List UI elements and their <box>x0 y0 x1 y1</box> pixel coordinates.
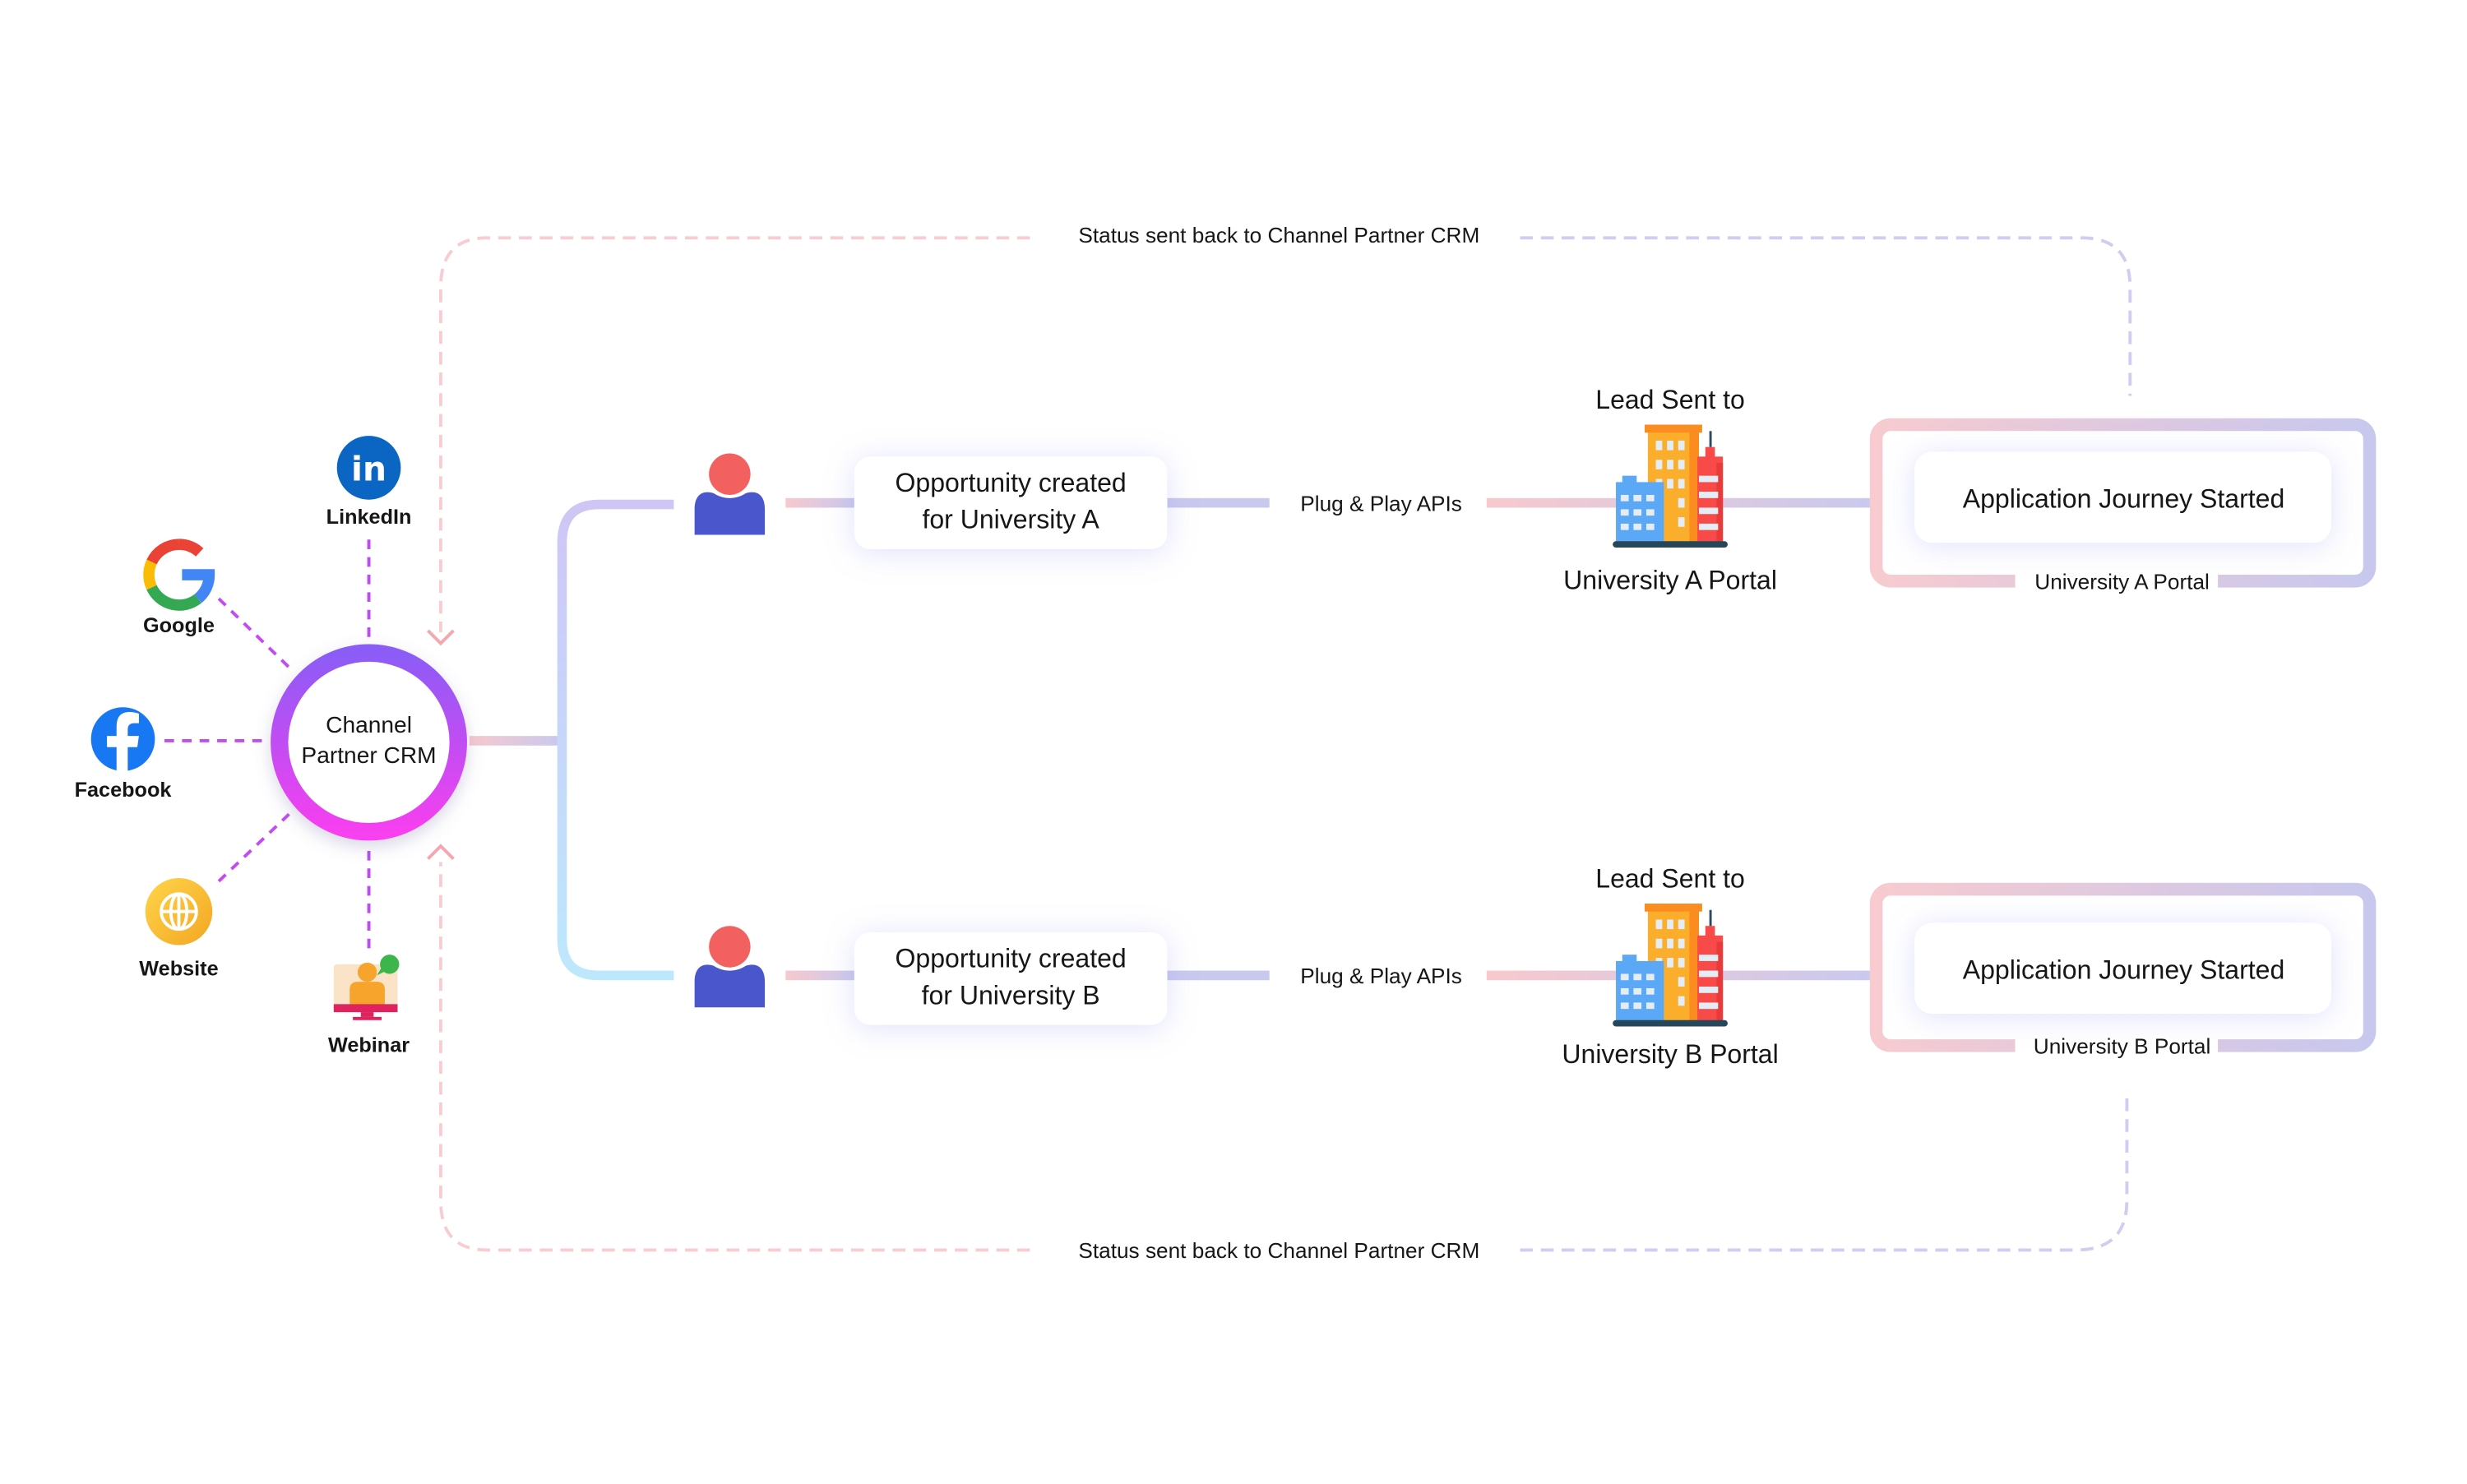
opportunity-card[interactable]: Opportunity created for University A <box>854 456 1168 549</box>
branch-connector <box>557 499 674 981</box>
portal-frame[interactable]: Application Journey Started University A… <box>1869 418 2377 594</box>
crm-connector <box>469 736 562 746</box>
frame-caption: University B Portal <box>2034 1034 2211 1059</box>
opportunity-line2: for University B <box>922 980 1100 1010</box>
source-label: Facebook <box>75 779 173 802</box>
opportunity-line1: Opportunity created <box>896 944 1127 973</box>
crm-ring <box>271 644 467 841</box>
connector <box>1167 970 1270 981</box>
branch-university-a: Opportunity created for University A Plu… <box>694 385 2377 595</box>
person-icon <box>694 453 766 535</box>
building-icon <box>1613 904 1728 1027</box>
journey-card[interactable] <box>1914 922 2331 1015</box>
source-website[interactable]: Website <box>139 877 219 980</box>
journey-card[interactable] <box>1914 451 2331 543</box>
journey-label: Application Journey Started <box>1963 955 2285 984</box>
source-webinar[interactable]: Webinar <box>328 955 410 1057</box>
connector <box>785 970 858 981</box>
webinar-icon <box>333 955 400 1020</box>
api-label: Plug & Play APIs <box>1300 491 1462 515</box>
lead-sent-label: Lead Sent to <box>1595 864 1745 894</box>
building-icon <box>1613 424 1728 548</box>
source-label: Google <box>143 614 215 637</box>
connector <box>1167 497 1270 508</box>
portal-label: University A Portal <box>1563 566 1777 595</box>
arrow-up-icon <box>427 844 455 861</box>
status-loop-top: Status sent back to Channel Partner CRM <box>427 223 2132 646</box>
source-label: LinkedIn <box>326 506 412 529</box>
crm-label-line2: Partner CRM <box>301 742 436 768</box>
portal-label: University B Portal <box>1562 1039 1778 1069</box>
branch-university-b: Opportunity created for University B Plu… <box>694 864 2377 1069</box>
portal-frame[interactable]: Application Journey Started University B… <box>1869 882 2377 1059</box>
source-label: Website <box>139 957 218 980</box>
opportunity-card[interactable]: Opportunity created for University B <box>854 932 1168 1025</box>
google-icon <box>143 539 215 611</box>
status-label-top: Status sent back to Channel Partner CRM <box>1078 223 1479 247</box>
arrow-down-icon <box>427 629 455 646</box>
linkedin-icon <box>336 436 401 500</box>
status-label-bottom: Status sent back to Channel Partner CRM <box>1078 1238 1479 1263</box>
api-label: Plug & Play APIs <box>1300 964 1462 988</box>
svg-text:in: in <box>351 449 386 488</box>
source-linkedin[interactable]: in LinkedIn <box>326 436 412 529</box>
status-loop-bottom: Status sent back to Channel Partner CRM <box>427 844 2129 1263</box>
journey-label: Application Journey Started <box>1963 483 2285 513</box>
lead-sent-label: Lead Sent to <box>1595 385 1745 414</box>
connector <box>785 497 858 508</box>
source-google[interactable]: Google <box>143 539 215 637</box>
person-icon <box>694 926 766 1008</box>
source-facebook[interactable]: Facebook <box>75 707 173 802</box>
source-label: Webinar <box>328 1034 410 1057</box>
frame-caption: University A Portal <box>2034 570 2210 594</box>
opportunity-line2: for University A <box>922 505 1099 534</box>
crm-label-line1: Channel <box>326 712 412 737</box>
opportunity-line1: Opportunity created <box>896 468 1127 497</box>
crm-hub[interactable]: Channel Partner CRM <box>271 644 467 841</box>
